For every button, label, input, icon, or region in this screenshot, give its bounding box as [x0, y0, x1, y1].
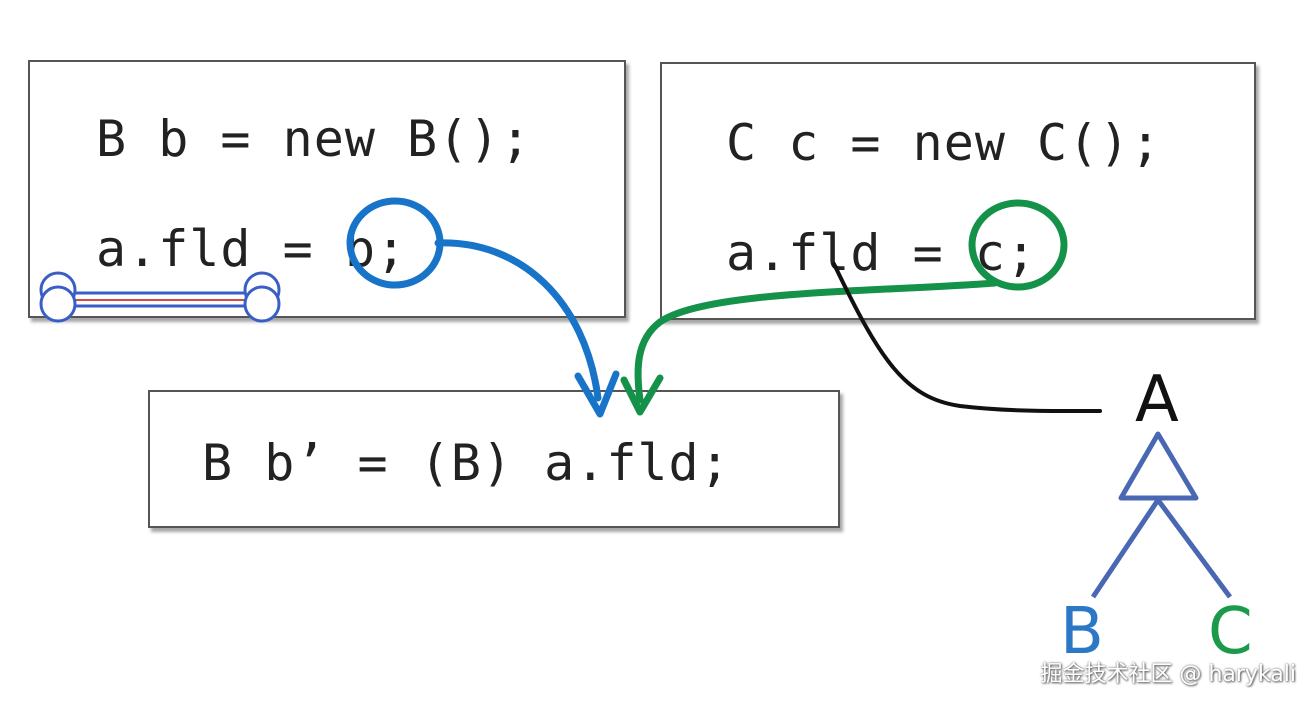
- tree-node-b: B: [1060, 595, 1104, 669]
- code-box-cast: B b’ = (B) a.fld;: [148, 390, 840, 528]
- arrow-b-to-cast: [434, 239, 602, 402]
- code-box-b: B b = new B(); a.fld = b;: [28, 60, 626, 318]
- line-fld-to-a: [832, 262, 1102, 414]
- code-line-new-b: B b = new B();: [96, 110, 532, 168]
- edge-to-b: [1090, 498, 1161, 599]
- circle-c: [968, 199, 1068, 291]
- inheritance-triangle: [1118, 431, 1199, 501]
- watermark: 掘金技术社区 @ harykali: [1040, 662, 1296, 687]
- arrow-c-to-cast: [634, 279, 999, 404]
- circle-b: [346, 197, 444, 289]
- code-line-new-c: C c = new C();: [726, 114, 1162, 172]
- selection-handle: [39, 271, 281, 323]
- arrowhead-blue: [574, 370, 620, 418]
- code-line-assign-c: a.fld = c;: [726, 224, 1038, 282]
- arrowhead-green: [620, 374, 664, 416]
- code-box-c: C c = new C(); a.fld = c;: [660, 62, 1256, 320]
- tree-node-a: A: [1135, 363, 1179, 437]
- tree-node-c: C: [1208, 595, 1253, 669]
- edge-to-c: [1155, 498, 1233, 599]
- code-line-cast: B b’ = (B) a.fld;: [202, 434, 731, 492]
